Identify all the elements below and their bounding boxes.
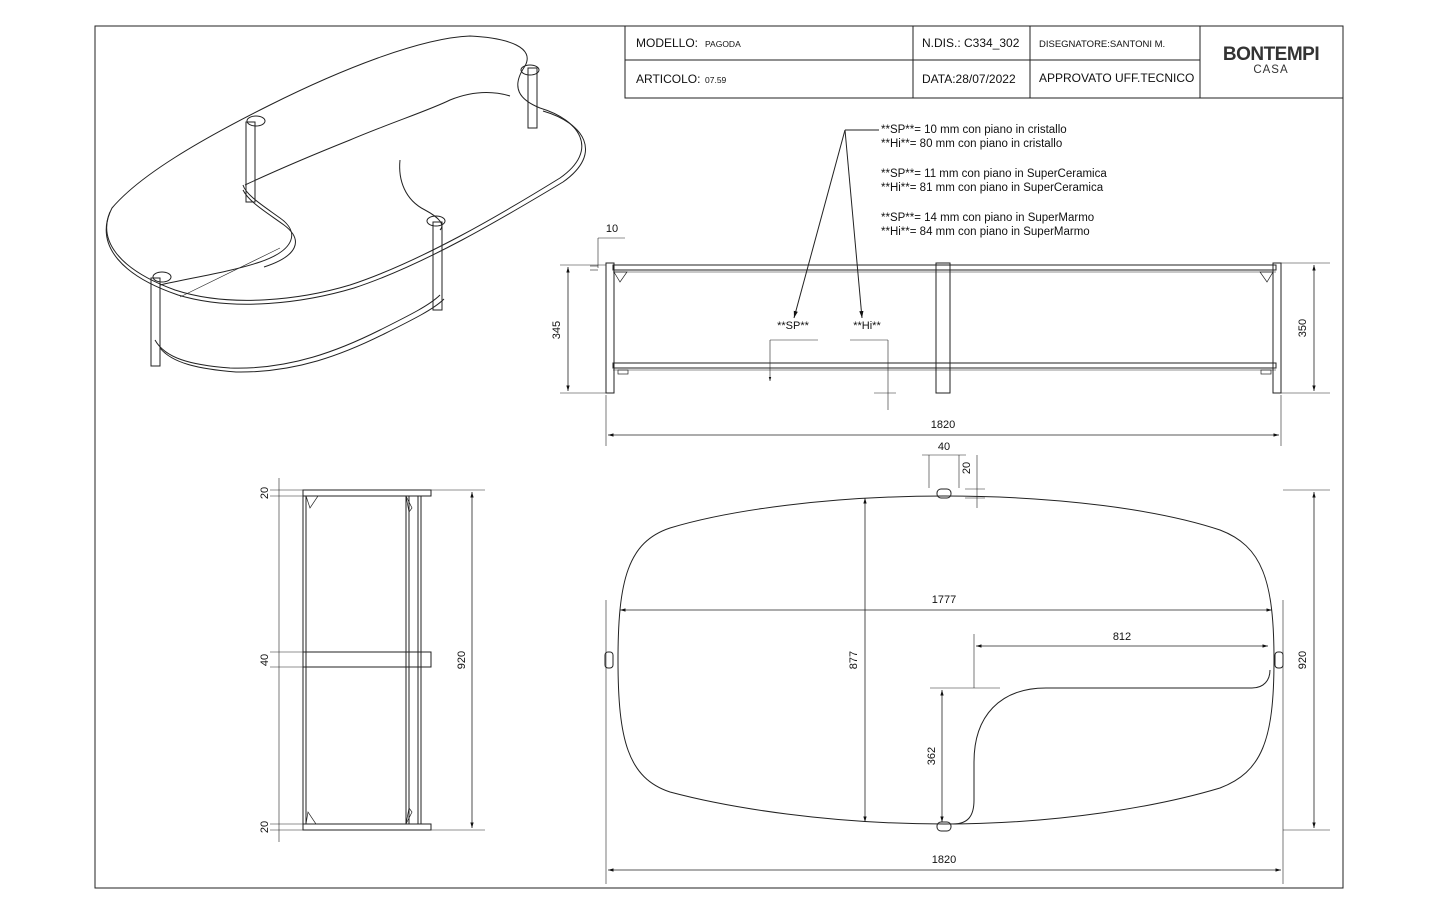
dim-top-cutout-depth: 362 <box>926 747 938 765</box>
dim-side-mid: 40 <box>259 654 271 666</box>
top-view <box>604 454 1330 884</box>
modello-value: PAGODA <box>705 39 741 49</box>
data-field: DATA:28/07/2022 <box>922 72 1016 86</box>
disegnatore-field: DISEGNATORE:SANTONI M. <box>1039 39 1165 50</box>
material-notes: **SP**= 10 mm con piano in cristallo **H… <box>793 124 1107 319</box>
note-line-6: **Hi**= 84 mm con piano in SuperMarmo <box>881 226 1090 238</box>
dim-top-leg-width: 40 <box>938 441 950 453</box>
dim-front-right-height: 350 <box>1297 319 1309 337</box>
articolo-label: ARTICOLO: <box>636 72 700 86</box>
approvato-field: APPROVATO UFF.TECNICO <box>1039 71 1194 85</box>
dim-side-depth: 920 <box>456 651 468 669</box>
note-line-3: **SP**= 11 mm con piano in SuperCeramica <box>881 168 1107 180</box>
dim-front-left-height: 345 <box>551 321 563 339</box>
note-line-4: **Hi**= 81 mm con piano in SuperCeramica <box>881 182 1104 194</box>
label-hi: **Hi** <box>853 320 881 332</box>
dim-top-width: 1820 <box>932 854 956 866</box>
note-line-2: **Hi**= 80 mm con piano in cristallo <box>881 138 1062 150</box>
side-view <box>270 478 485 842</box>
dim-side-top: 20 <box>259 487 271 499</box>
dim-top-leg-depth: 20 <box>961 462 973 474</box>
sheet-border <box>94 25 1344 889</box>
label-sp: **SP** <box>777 320 810 332</box>
modello-label: MODELLO: <box>636 36 698 50</box>
dim-top-inner-depth: 877 <box>848 651 860 669</box>
dim-front-top-thickness: 10 <box>606 223 618 235</box>
brand-logo-sub: CASA <box>1253 64 1288 76</box>
dim-top-depth: 920 <box>1297 651 1309 669</box>
note-line-5: **SP**= 14 mm con piano in SuperMarmo <box>881 212 1094 224</box>
brand-logo: BONTEMPI <box>1223 44 1320 65</box>
title-block: MODELLO: PAGODA N.DIS.: C334_302 DISEGNA… <box>624 25 1344 99</box>
dim-top-cutout-length: 812 <box>1113 631 1131 643</box>
articolo-value: 07.59 <box>705 75 727 85</box>
dim-front-width: 1820 <box>931 419 955 431</box>
ndis-field: N.DIS.: C334_302 <box>922 36 1020 50</box>
dim-top-inner-length: 1777 <box>932 594 956 606</box>
isometric-view <box>105 35 586 373</box>
front-view <box>560 237 1330 446</box>
dim-side-bottom: 20 <box>259 821 271 833</box>
note-line-1: **SP**= 10 mm con piano in cristallo <box>881 124 1067 136</box>
